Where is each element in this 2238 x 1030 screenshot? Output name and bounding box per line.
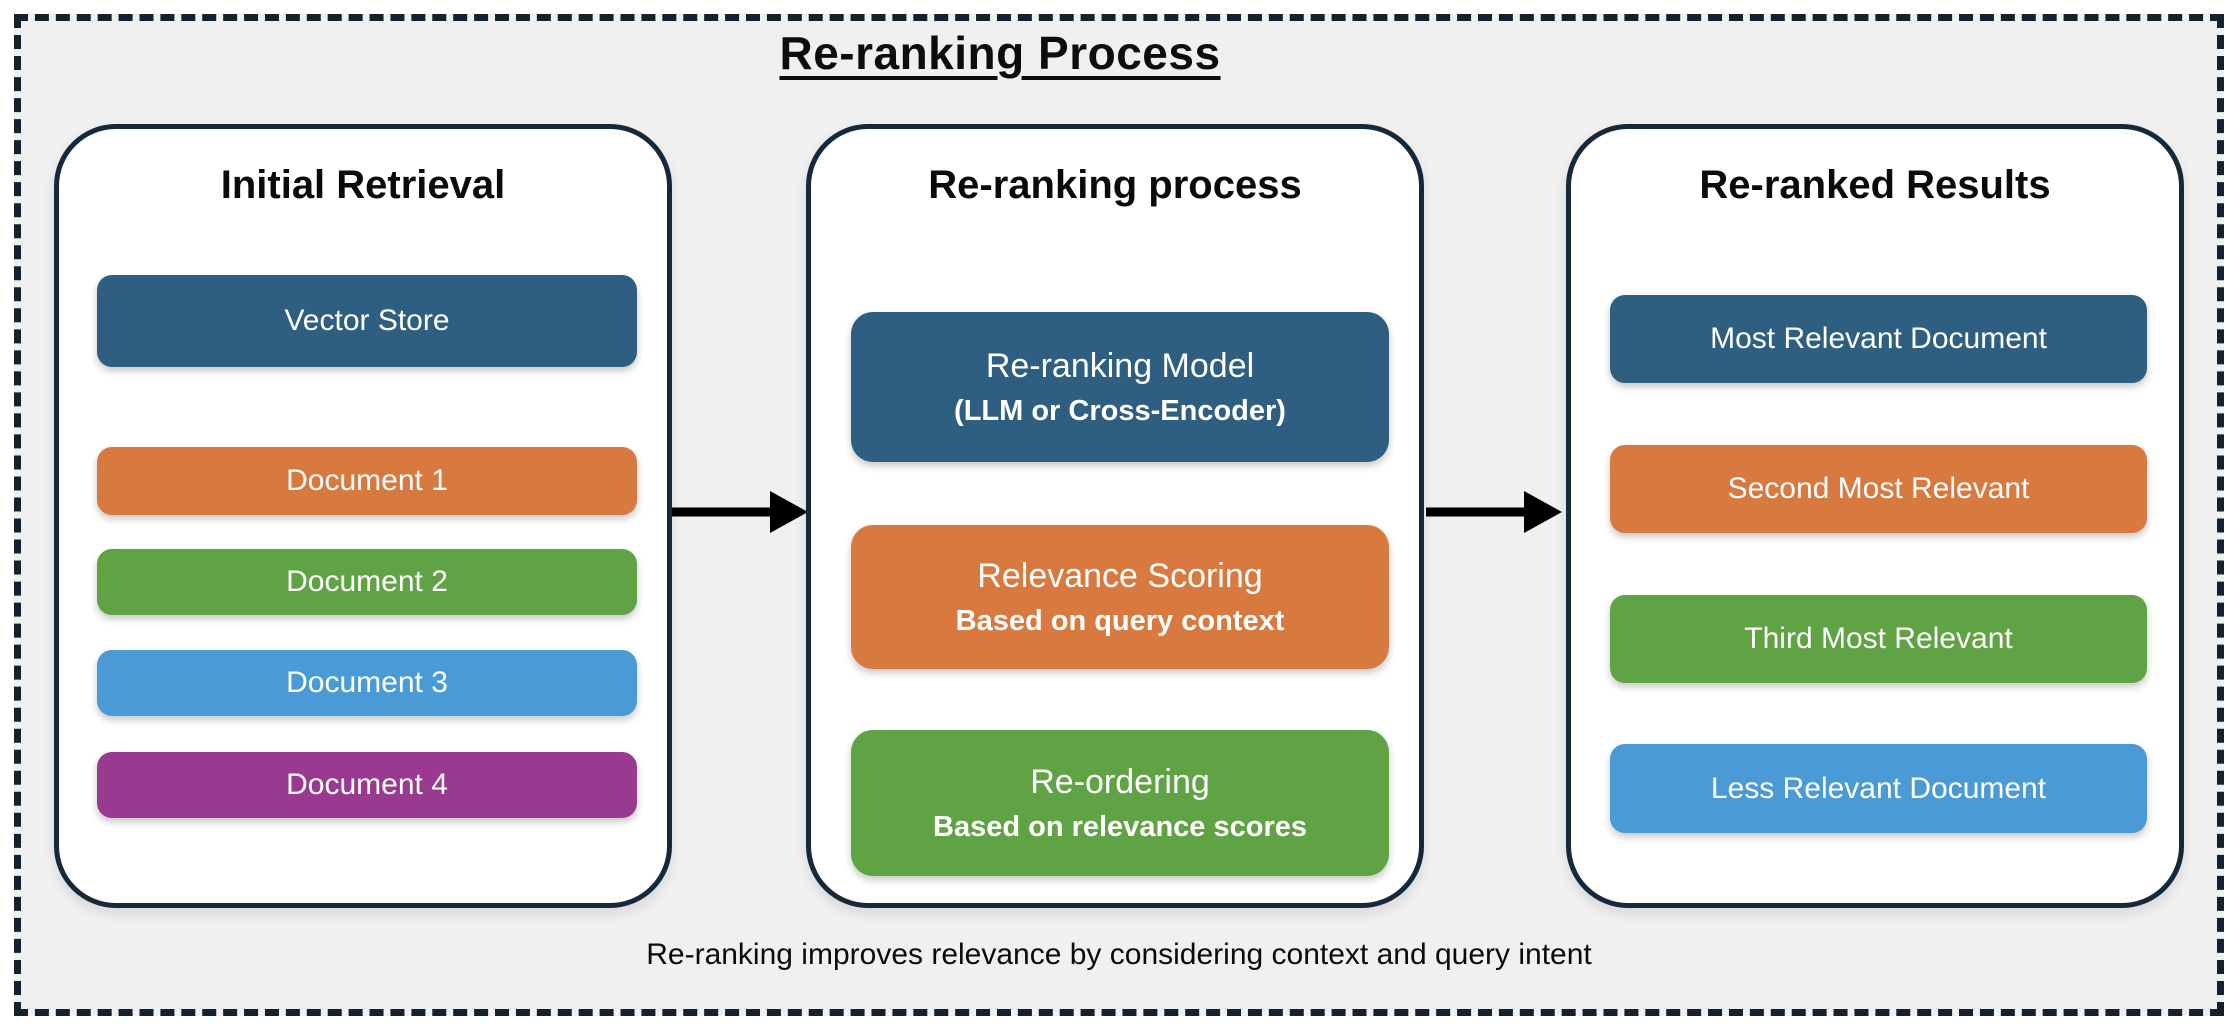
panel-reranked-results-title: Re-ranked Results: [1699, 163, 2051, 207]
node-third-most-relevant: Third Most Relevant: [1610, 595, 2147, 683]
node-reranking-model-sublabel: (LLM or Cross-Encoder): [954, 395, 1286, 428]
title-container: Re-ranking Process: [0, 26, 2000, 80]
diagram-title: Re-ranking Process: [779, 27, 1221, 79]
node-reordering-sublabel: Based on relevance scores: [933, 811, 1307, 844]
flow-arrow-icon: [672, 491, 808, 533]
node-document-3: Document 3: [97, 650, 637, 716]
node-vector-store: Vector Store: [97, 275, 637, 367]
node-reranking-model-label: Re-ranking Model: [985, 346, 1255, 385]
diagram-caption: Re-ranking improves relevance by conside…: [646, 938, 1592, 971]
node-document-3-label: Document 3: [286, 666, 448, 700]
node-relevance-scoring: Relevance Scoring Based on query context: [851, 525, 1389, 669]
node-less-relevant: Less Relevant Document: [1610, 744, 2147, 833]
node-reranking-model: Re-ranking Model (LLM or Cross-Encoder): [851, 312, 1389, 462]
node-document-2: Document 2: [97, 549, 637, 615]
node-document-4-label: Document 4: [286, 768, 448, 802]
node-third-most-relevant-label: Third Most Relevant: [1744, 622, 2013, 656]
panel-reranked-results: Re-ranked Results Most Relevant Document…: [1566, 124, 2184, 908]
panel-reranking-process: Re-ranking process Re-ranking Model (LLM…: [806, 124, 1424, 908]
node-reordering-label: Re-ordering: [1030, 762, 1210, 801]
node-reordering: Re-ordering Based on relevance scores: [851, 730, 1389, 876]
panel-initial-retrieval-title: Initial Retrieval: [220, 163, 506, 207]
node-vector-store-label: Vector Store: [284, 304, 450, 338]
node-second-most-relevant-label: Second Most Relevant: [1727, 472, 2030, 506]
node-document-1: Document 1: [97, 447, 637, 515]
node-document-1-label: Document 1: [286, 464, 448, 498]
flow-arrow-icon: [1426, 491, 1562, 533]
node-relevance-scoring-label: Relevance Scoring: [977, 556, 1263, 595]
node-document-4: Document 4: [97, 752, 637, 818]
node-second-most-relevant: Second Most Relevant: [1610, 445, 2147, 533]
node-most-relevant-label: Most Relevant Document: [1710, 322, 2047, 356]
node-most-relevant: Most Relevant Document: [1610, 295, 2147, 383]
node-document-2-label: Document 2: [286, 565, 448, 599]
node-less-relevant-label: Less Relevant Document: [1710, 771, 2047, 805]
node-relevance-scoring-sublabel: Based on query context: [955, 605, 1285, 638]
panel-initial-retrieval: Initial Retrieval Vector Store Document …: [54, 124, 672, 908]
panel-reranking-process-title: Re-ranking process: [928, 163, 1302, 207]
